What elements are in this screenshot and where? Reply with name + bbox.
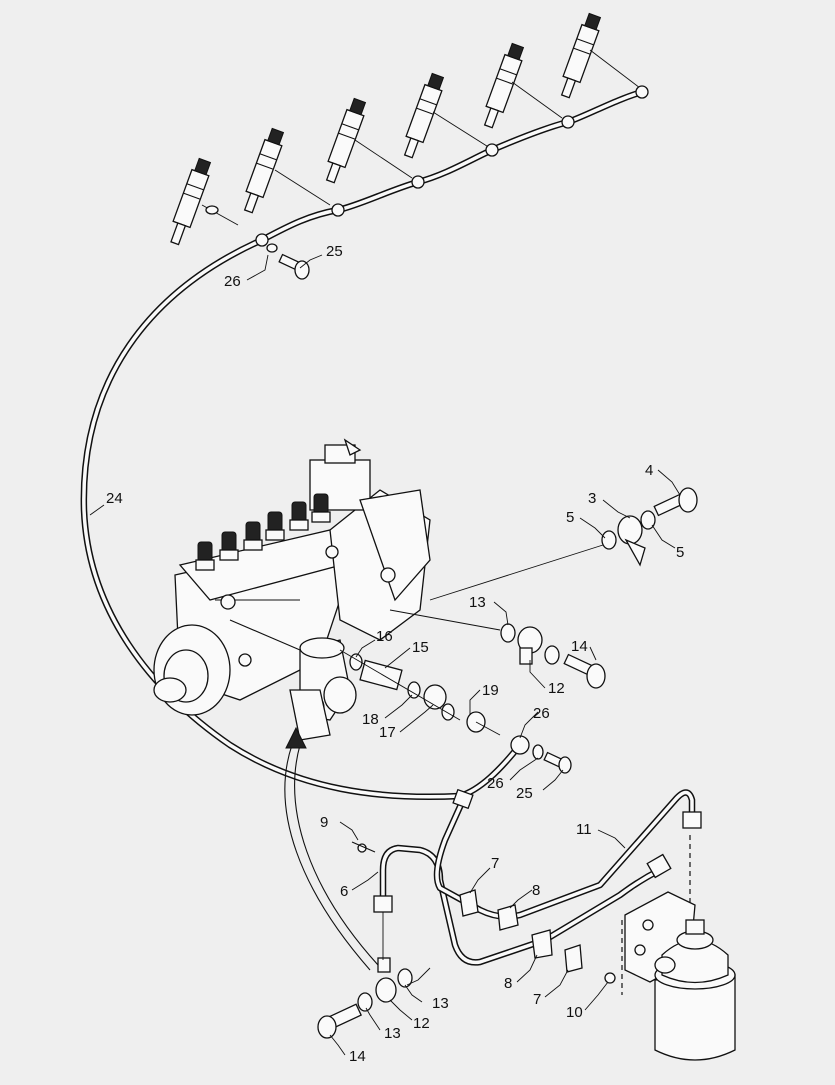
lower-banjo: [317, 912, 413, 1039]
callout-7-lower: 7: [533, 991, 541, 1008]
injector-3: [325, 97, 367, 184]
injector-5: [483, 42, 525, 129]
callout-26-top: 26: [224, 273, 241, 290]
callout-14-upper: 14: [571, 638, 588, 655]
callout-26-mid-lower: 26: [487, 775, 504, 792]
callout-14-lower: 14: [349, 1048, 366, 1065]
callout-3: 3: [588, 490, 596, 507]
callout-13-upper: 13: [469, 594, 486, 611]
callout-7-upper: 7: [491, 855, 499, 872]
fuel-pipes: [373, 788, 702, 984]
callout-8-upper: 8: [532, 882, 540, 899]
injector-1: [170, 157, 212, 246]
callout-6: 6: [340, 883, 348, 900]
direction-arrow: [284, 726, 379, 971]
callout-leaders: [89, 254, 681, 1056]
callout-25-top: 25: [326, 243, 343, 260]
injector-6: [560, 12, 602, 99]
callout-labels: 24 26 25 4 3 5 5 13 14 16 15 12 19 18 17…: [106, 243, 684, 1065]
callout-12-upper: 12: [548, 680, 565, 697]
callout-13-lower-left: 13: [384, 1025, 401, 1042]
callout-5-left: 5: [566, 509, 574, 526]
callout-25-mid: 25: [516, 785, 533, 802]
injector-4: [403, 72, 445, 159]
injector-2: [243, 127, 285, 214]
callout-19: 19: [482, 682, 499, 699]
callout-9: 9: [320, 814, 328, 831]
injection-pump: [153, 438, 431, 741]
callout-13-lower-right: 13: [432, 995, 449, 1012]
callout-10: 10: [566, 1004, 583, 1021]
callout-5-right: 5: [676, 544, 684, 561]
callout-17: 17: [379, 724, 396, 741]
fuel-filter: [621, 835, 736, 1061]
callout-16: 16: [376, 628, 393, 645]
right-fittings: [339, 487, 698, 853]
callout-15: 15: [412, 639, 429, 656]
callout-11: 11: [576, 821, 592, 838]
callout-8-lower: 8: [504, 975, 512, 992]
delivery-valves: [195, 493, 331, 571]
callout-12-lower: 12: [413, 1015, 430, 1032]
callout-26-mid-upper: 26: [533, 705, 550, 722]
callout-24: 24: [106, 490, 123, 507]
callout-4: 4: [645, 462, 653, 479]
injectors: [170, 12, 649, 280]
callout-18: 18: [362, 711, 379, 728]
injector-leakoff-chain: [258, 88, 646, 244]
